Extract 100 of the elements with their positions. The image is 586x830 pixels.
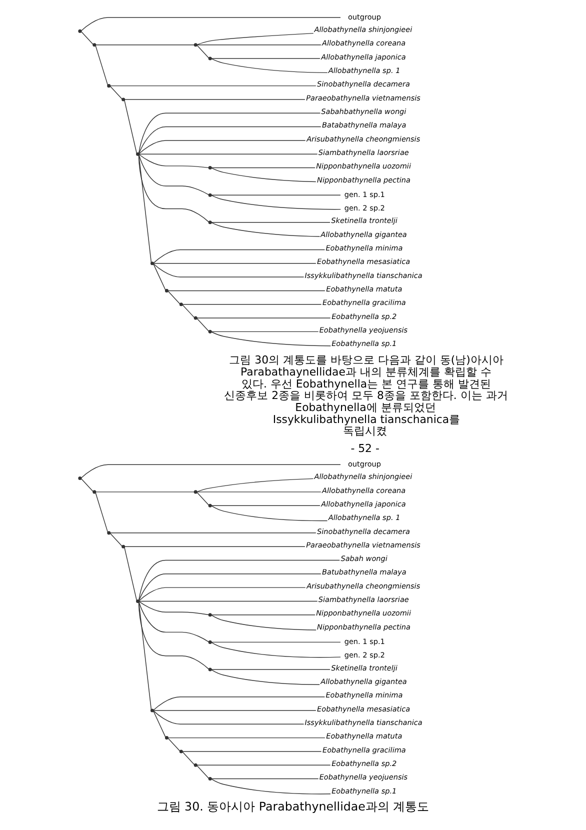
node-point — [194, 43, 198, 47]
connector — [138, 154, 209, 222]
node-point — [179, 302, 183, 306]
node-text: Eobathynella minima — [326, 690, 403, 700]
node-text: Eobathynella sp.2 — [332, 758, 397, 768]
node-text: Nipponbathynella pectina — [317, 622, 410, 632]
connector — [153, 710, 166, 738]
node-text: Allobathynella japonica — [321, 52, 406, 62]
connector — [138, 560, 340, 601]
node-point — [164, 288, 168, 292]
node-text: Nipponbathynella uozomii — [316, 608, 411, 618]
node-text: gen. 2 sp.2 — [344, 203, 385, 212]
connector — [138, 126, 322, 154]
node-point — [208, 56, 212, 60]
node-point — [194, 490, 198, 494]
node-text: Eobathynella mesasiatica — [317, 704, 410, 714]
connector — [153, 263, 316, 264]
node-text: Allobathynella shinjongieei — [314, 472, 412, 482]
node-text: gen. 1 sp.1 — [344, 636, 385, 646]
connector — [110, 533, 122, 546]
node-point — [92, 43, 96, 47]
connector — [81, 464, 341, 478]
node-text: Allobathynella japonica — [321, 499, 406, 508]
connector — [182, 752, 195, 766]
connector — [138, 602, 209, 670]
node-point — [136, 152, 140, 156]
node-text: Allobathynella coreana — [322, 486, 406, 495]
node-text: Eobathynella gracilima — [322, 745, 406, 754]
connector — [124, 547, 138, 601]
node-text: Batabathynella malaya — [322, 120, 406, 130]
node-text: Sinobathynella decamera — [317, 526, 410, 536]
connector — [196, 318, 210, 332]
connector — [196, 764, 331, 766]
node-text: Eobathynella yeojuensis — [319, 326, 408, 334]
node-point — [78, 29, 82, 33]
connector — [211, 670, 320, 686]
connector — [81, 478, 94, 492]
connector — [211, 58, 328, 74]
connector — [211, 58, 320, 59]
connector — [110, 86, 122, 100]
connector — [196, 32, 314, 45]
node-text: Allobathynella shinjongieei — [314, 25, 412, 34]
connector — [211, 222, 320, 237]
connector — [124, 100, 138, 154]
node-text: Arisubathynella cheongmiensis — [306, 134, 420, 144]
connector — [138, 154, 209, 168]
connector — [124, 546, 306, 547]
node-text: Eobathynella matuta — [326, 732, 402, 741]
label: - 52 - — [350, 442, 380, 455]
node-text: Sabah wongi — [340, 554, 388, 564]
node-point — [194, 763, 198, 767]
connector — [196, 44, 322, 46]
connector — [81, 17, 341, 31]
connector — [211, 642, 341, 658]
connector — [96, 44, 194, 46]
node-text: Eobathynella minima — [326, 244, 403, 253]
connector — [182, 751, 322, 752]
connector — [211, 642, 341, 643]
node-text: Eobathynella sp.1 — [332, 786, 397, 796]
caption: 그림 30. 동아시아 Parabathynellidae과의 계통도 — [156, 800, 430, 814]
connector — [153, 710, 304, 725]
node-text: Nipponbathynella uozomii — [316, 162, 411, 171]
connector — [211, 168, 316, 182]
node-point — [208, 777, 212, 781]
node-text: Sabahbathynella wongi — [321, 106, 406, 116]
node-text: Batubathynella malaya — [322, 568, 406, 577]
node-point — [150, 262, 154, 266]
connector — [138, 140, 306, 154]
connector — [139, 600, 318, 602]
node-text: Eobathynella yeojuensis — [319, 772, 408, 782]
connector — [168, 738, 180, 752]
connector — [211, 222, 330, 223]
connector — [153, 264, 304, 278]
connector — [95, 492, 108, 532]
connector — [138, 574, 322, 601]
connector — [182, 304, 195, 318]
node-text: Allobathynella gigantea — [320, 230, 407, 239]
node-text: gen. 1 sp.1 — [344, 190, 385, 199]
connector — [168, 737, 326, 738]
node-text: Arisubathynella cheongmiensis — [306, 581, 420, 590]
connector — [211, 194, 341, 196]
node-text: Sinobathynella decamera — [317, 80, 410, 89]
node-point — [78, 476, 82, 480]
node-text: Paraeobathynella vietnamensis — [306, 93, 420, 102]
node-text: Eobathynella sp.1 — [332, 339, 397, 348]
node-point — [122, 544, 126, 548]
node-text: outgroup — [348, 459, 382, 468]
node-text: Eobathynella mesasiatica — [317, 257, 410, 266]
connector — [211, 167, 316, 168]
connector — [196, 492, 210, 506]
connector — [211, 614, 316, 616]
connector — [153, 696, 326, 710]
connector — [196, 45, 210, 58]
node-text: Allobathynella coreana — [322, 38, 406, 48]
connector — [153, 249, 326, 264]
node-text: Issykkulibathynella tianschanica — [304, 718, 422, 727]
label: 그림 30의 계통도를 바탕으로 다음과 같이 동(남)아시아 Parabathaynellidae과 내의 분류체계를 확립할 수 있다. 우선 Eobathynella는 본 연구를 통해 발견된 신종후보 2종을 비롯하여 모두 8종을 포함한다. 이는 과거 Eobathynella에 분류되었던 Issykkulibathynella tianschanica를 독립시켰 — [224, 354, 508, 438]
node-text: Allobathynella gigantea — [320, 676, 407, 686]
connector — [211, 331, 319, 332]
connector — [182, 304, 322, 305]
